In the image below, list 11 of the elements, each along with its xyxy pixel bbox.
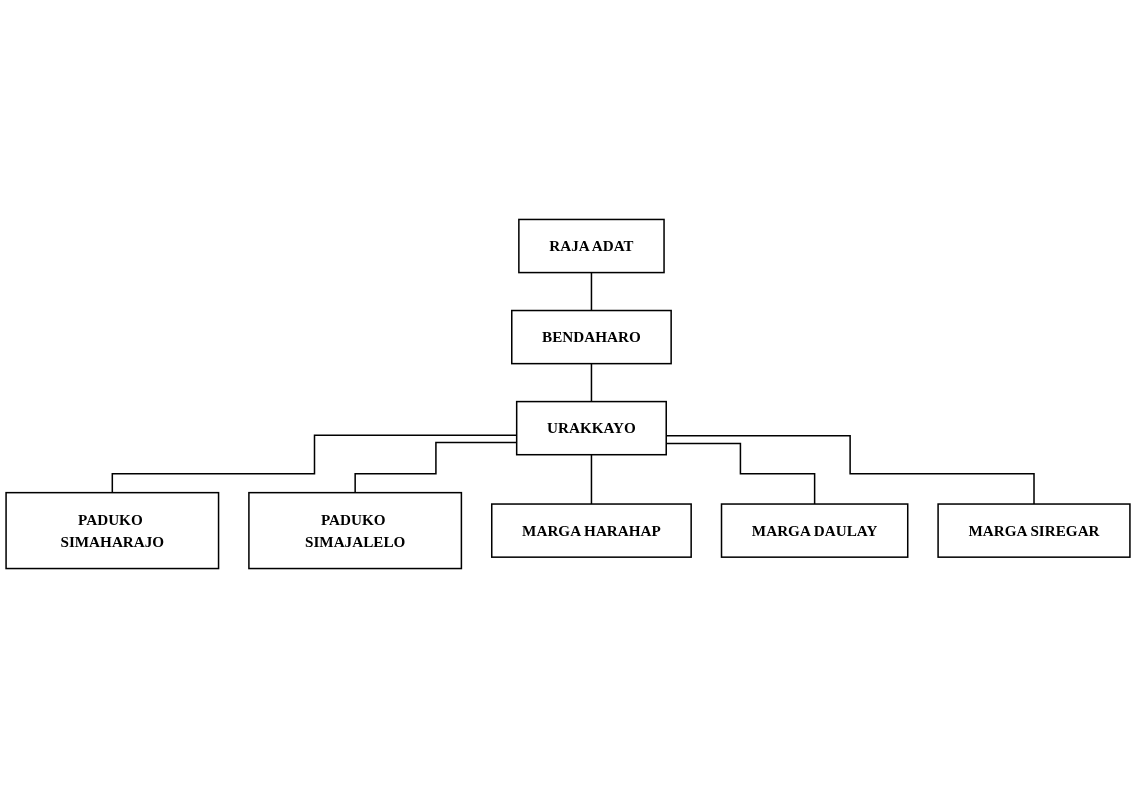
node-box: PADUKO SIMAHARAJO: [5, 491, 220, 569]
connector: [590, 362, 593, 402]
node-box: MARGA DAULAY: [720, 502, 909, 558]
connector: [590, 271, 593, 311]
node-box: MARGA SIREGAR: [937, 502, 1131, 558]
node-box: RAJA ADAT: [518, 218, 665, 273]
node-box: URAKKAYO: [515, 400, 667, 455]
node-box: PADUKO SIMAJALELO: [248, 491, 463, 569]
node-box: MARGA HARAHAP: [491, 502, 692, 558]
node-box: BENDAHARO: [511, 309, 672, 364]
connector: [590, 453, 593, 505]
